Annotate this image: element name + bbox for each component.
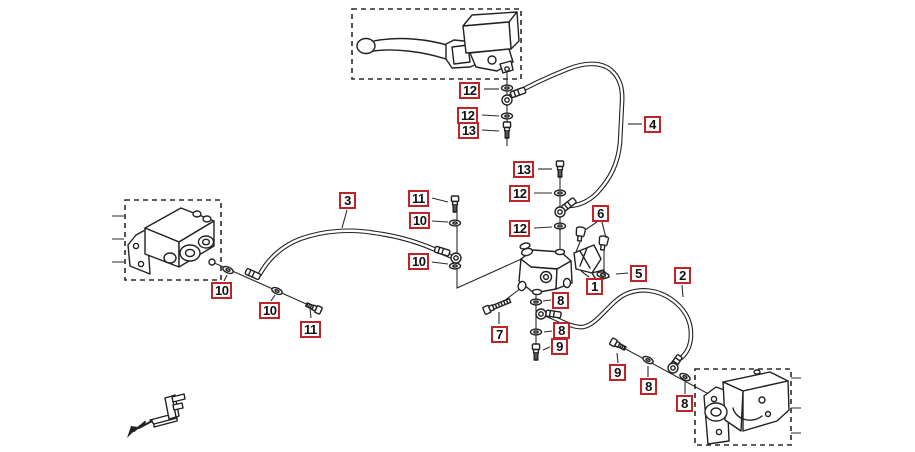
callout-9-19[interactable]: 9 — [551, 338, 568, 355]
master-cylinder-assembly-icon — [356, 11, 520, 74]
brand-logo-f-icon — [127, 393, 186, 438]
front-caliper-box — [124, 199, 222, 281]
callout-8-21[interactable]: 8 — [640, 378, 657, 395]
callout-1-14[interactable]: 1 — [586, 278, 603, 295]
front-caliper-icon — [127, 207, 216, 275]
callout-13-3[interactable]: 13 — [458, 122, 480, 139]
callout-8-18[interactable]: 8 — [553, 322, 570, 339]
callout-8-17[interactable]: 8 — [552, 292, 569, 309]
rear-caliper-icon — [703, 369, 790, 445]
callout-10-24[interactable]: 10 — [259, 302, 281, 319]
callout-leaders — [223, 88, 686, 394]
callout-6-8[interactable]: 6 — [592, 205, 609, 222]
callout-11-25[interactable]: 11 — [300, 321, 321, 338]
callout-7-16[interactable]: 7 — [491, 326, 508, 343]
callout-2-15[interactable]: 2 — [674, 267, 691, 284]
master-cylinder-box — [351, 8, 522, 80]
rear-brake-hose — [544, 288, 694, 361]
leader-stubs — [112, 215, 801, 434]
callout-12-7[interactable]: 12 — [509, 220, 531, 237]
callout-13-5[interactable]: 13 — [513, 161, 535, 178]
callout-3-9[interactable]: 3 — [339, 192, 356, 209]
front-brake-hose — [257, 228, 453, 277]
callout-12-6[interactable]: 12 — [509, 185, 531, 202]
callout-12-1[interactable]: 12 — [459, 82, 481, 99]
upper-brake-hose — [506, 61, 625, 209]
callout-5-13[interactable]: 5 — [630, 265, 647, 282]
rear-caliper-box — [694, 368, 792, 446]
callout-4-4[interactable]: 4 — [644, 116, 661, 133]
callout-8-22[interactable]: 8 — [676, 395, 693, 412]
joint-block-icon — [517, 242, 573, 296]
callout-9-20[interactable]: 9 — [609, 364, 626, 381]
callout-10-11[interactable]: 10 — [409, 212, 431, 229]
callout-11-10[interactable]: 11 — [408, 190, 429, 207]
callout-10-12[interactable]: 10 — [408, 253, 430, 270]
callout-10-23[interactable]: 10 — [211, 282, 233, 299]
joint-bracket-icon — [573, 244, 610, 282]
